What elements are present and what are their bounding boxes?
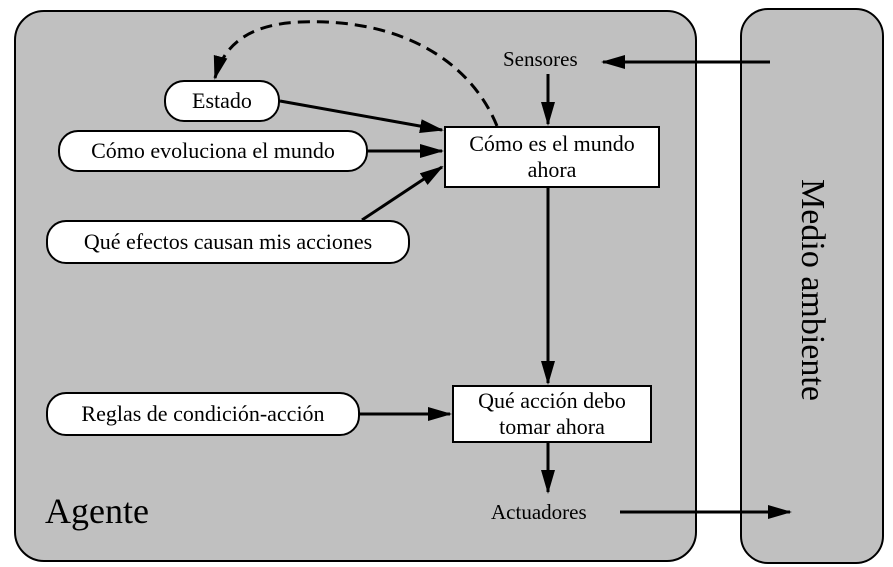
effects-to-world-arrow [361, 165, 444, 222]
agent-panel [14, 10, 697, 562]
action-effects-node: Qué efectos causan mis acciones [46, 220, 410, 264]
rules-node: Reglas de condición-acción [46, 392, 360, 436]
state-node: Estado [164, 80, 280, 122]
environment-panel [740, 8, 884, 564]
world-now-box: Cómo es el mundo ahora [444, 126, 660, 188]
actuators-label: Actuadores [491, 500, 587, 524]
world-evolution-node: Cómo evoluciona el mundo [58, 130, 368, 172]
sensors-label: Sensores [503, 47, 578, 71]
world-to-state-dashed-arrow [213, 20, 499, 127]
state-to-world-arrow [279, 99, 444, 134]
agent-label: Agente [45, 491, 149, 531]
action-now-box: Qué acción debo tomar ahora [452, 385, 652, 443]
